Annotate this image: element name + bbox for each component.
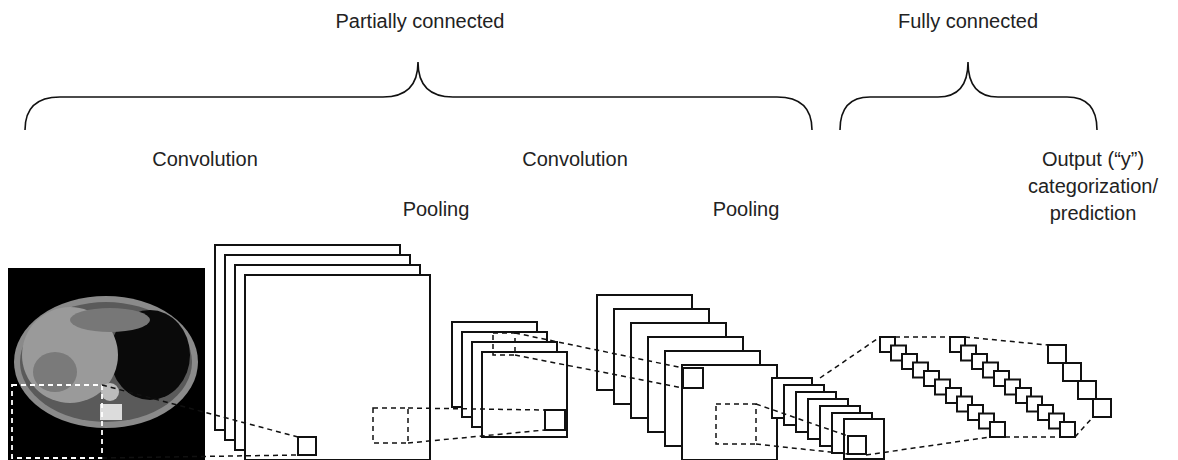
brace [840,62,1097,130]
receptive-links [102,333,1093,458]
brace [25,62,812,130]
feature-maps [215,245,1111,460]
layer-label: Pooling [713,196,780,223]
group-label: Fully connected [898,8,1038,35]
layer-label: Pooling [403,196,470,223]
layer-label: Convolution [522,146,628,173]
output-label: Output (“y”) categorization/ prediction [1014,146,1172,227]
layer-label: Convolution [152,146,258,173]
ct-image [8,268,205,460]
group-label: Partially connected [336,8,505,35]
receptive-field [12,385,102,458]
